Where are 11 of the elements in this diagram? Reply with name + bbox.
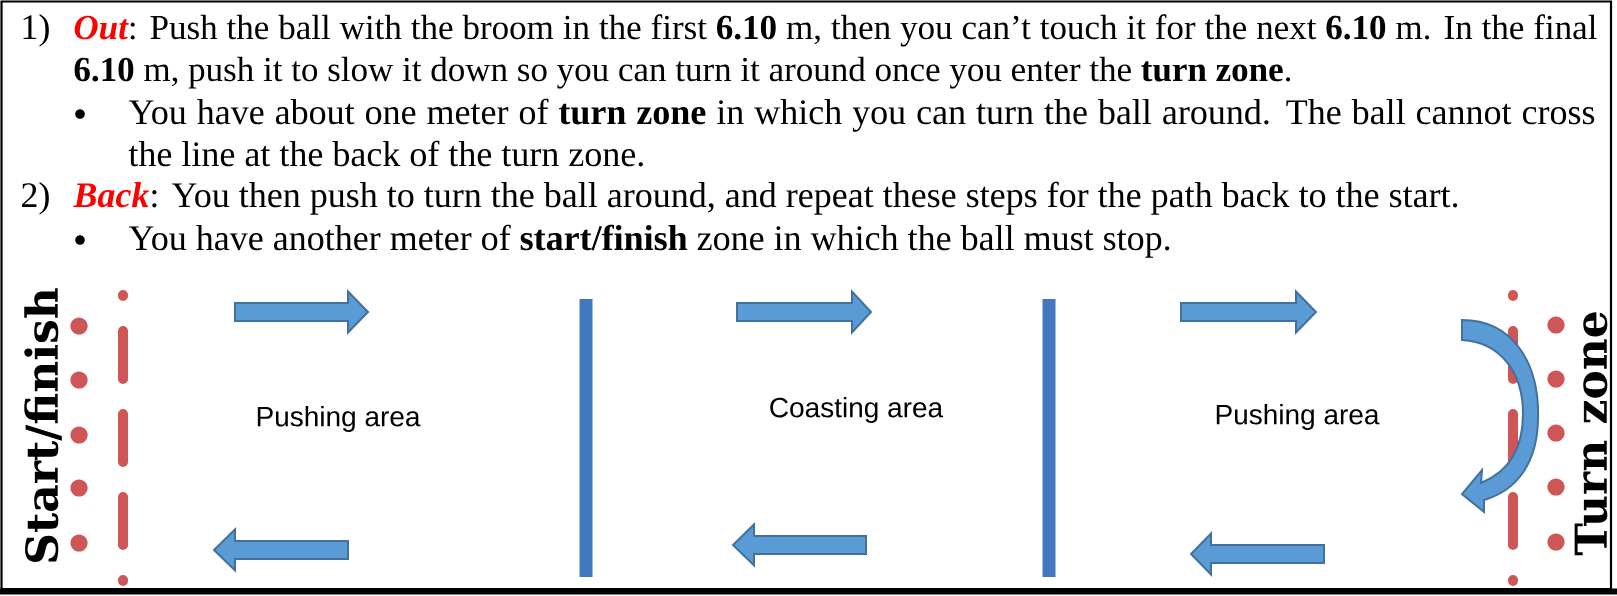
area-label: Pushing area — [257, 405, 421, 433]
area-label: Pushing area — [1216, 403, 1380, 431]
list-number: 1) — [23, 14, 49, 47]
zone-label: Turn zone — [1574, 312, 1608, 556]
list-item-text: Back: You then push to turn the ball around, and repeat these steps for the path back to the start. — [73, 181, 1458, 215]
zone-label: Start/finish — [24, 288, 62, 562]
list-item-text: You have about one meter of turn zone in which you can turn the ball around. The ball cannot cross the line at the back of the turn zone. — [128, 98, 1595, 167]
area-label: Coasting area — [770, 396, 944, 424]
list-item-text: Out: Push the ball with the broom in the first 6.10 m, then you can’t touch it for the next 6.10 m. In the final 6.10 m, push it to slow it down so you can turn it around once you enter the turn zone. — [74, 14, 1597, 89]
list-item-text: You have another meter of start/finish zone in which the ball must stop. — [128, 224, 1170, 258]
list-number: 2) — [22, 182, 49, 215]
